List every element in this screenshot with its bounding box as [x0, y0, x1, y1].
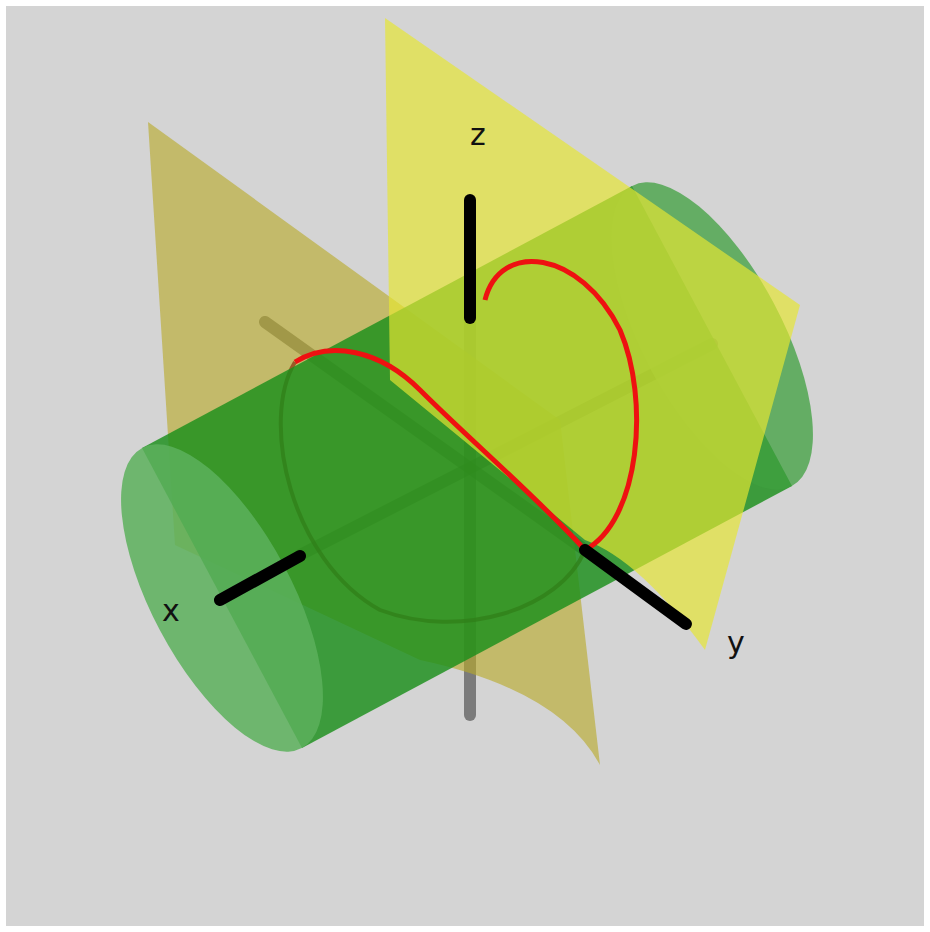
axis-label-x: x — [162, 596, 180, 626]
axis-label-z: z — [470, 120, 486, 150]
yellow-surface — [385, 18, 800, 650]
x-axis — [220, 556, 300, 600]
plot-ground — [6, 6, 924, 926]
cylinder-cap — [80, 415, 363, 781]
axis-label-y: y — [727, 628, 745, 658]
z-axis — [464, 200, 476, 318]
y-axis — [585, 550, 686, 624]
